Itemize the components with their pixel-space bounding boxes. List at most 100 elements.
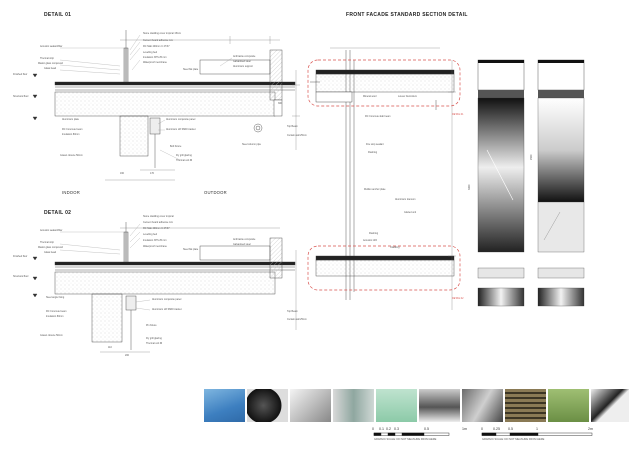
svg-text:Fly grill glazing: Fly grill glazing [146, 337, 162, 340]
svg-text:Waterproof membrane: Waterproof membrane [143, 245, 167, 248]
scale-bar-1 [373, 432, 450, 436]
svg-text:Anthracite composite: Anthracite composite [233, 238, 256, 241]
svg-text:Stone cladding cover tropical: Stone cladding cover tropical [143, 215, 174, 218]
section-annotations: Mineral wool Louver Aluminium RC Concret… [363, 95, 417, 249]
detail-02-drawing [32, 222, 297, 353]
svg-text:Structural floor: Structural floor [13, 275, 29, 278]
svg-text:Aluminium Lift SMD bracket: Aluminium Lift SMD bracket [166, 128, 196, 131]
scale1-tick-0: 0 [372, 427, 374, 431]
svg-text:Steel angle fixing: Steel angle fixing [46, 296, 65, 299]
svg-text:170: 170 [150, 172, 155, 175]
svg-text:Flashing: Flashing [369, 232, 379, 235]
svg-text:Bolt fixture: Bolt fixture [170, 145, 182, 148]
scale1-tick-2: 0.2 [386, 427, 391, 431]
scale2-caption: GRAPHIC SCALE: DO NOT MEASURE FROM HERE [482, 438, 545, 441]
svg-text:Curtain wall 25mm: Curtain wall 25mm [287, 134, 307, 137]
svg-text:Thermal unit fill: Thermal unit fill [176, 159, 193, 162]
material-metal-anchor [462, 389, 503, 422]
svg-text:Thermal strip: Thermal strip [40, 241, 55, 244]
svg-text:Mineral wool: Mineral wool [363, 95, 377, 98]
svg-text:Aluminium composite panel: Aluminium composite panel [166, 118, 196, 121]
svg-text:Glazed unit: Glazed unit [404, 211, 416, 214]
svg-text:Insulation XPS 25 mm: Insulation XPS 25 mm [143, 239, 167, 242]
svg-text:Mastic glass compound: Mastic glass compound [38, 246, 64, 249]
svg-text:Aluminium composite panel: Aluminium composite panel [152, 298, 182, 301]
detail-02-annotations: Acoustic sealant/filler Thermal strip Ma… [13, 215, 307, 357]
section-drawing [310, 47, 456, 310]
scale1-tick-4: 0.5 [424, 427, 429, 431]
svg-text:Aluminium support: Aluminium support [233, 65, 253, 68]
svg-text:Flashing: Flashing [368, 151, 378, 154]
scale2-tick-3: 1 [536, 427, 538, 431]
svg-text:Finished floor: Finished floor [13, 73, 28, 76]
svg-text:3000: 3000 [468, 184, 471, 190]
elevation-strip-1 [477, 59, 525, 307]
svg-text:Steel flat plate: Steel flat plate [183, 248, 199, 251]
svg-text:RC Concrete beam: RC Concrete beam [46, 310, 66, 313]
section-title: FRONT FACADE STANDARD SECTION DETAIL [346, 12, 468, 18]
svg-text:Fly grill glazing: Fly grill glazing [176, 154, 192, 157]
svg-text:Aluminium Lift SMD bracket: Aluminium Lift SMD bracket [152, 308, 182, 311]
svg-text:Cement board adhesive mm: Cement board adhesive mm [143, 39, 173, 42]
svg-text:Insulation 80mm: Insulation 80mm [46, 315, 64, 318]
detail-01-annotations: Acoustic sealant/filler Thermal strip Ma… [13, 32, 307, 175]
scale-bar-2 [481, 432, 593, 436]
svg-text:Top Beam: Top Beam [287, 310, 298, 313]
svg-text:110: 110 [108, 346, 112, 349]
svg-text:Insulation XPS 25 mm: Insulation XPS 25 mm [143, 56, 167, 59]
svg-text:Mastic glass compound: Mastic glass compound [38, 62, 64, 65]
scale1-tick-1: 0.1 [379, 427, 384, 431]
svg-text:Thermal unit fill: Thermal unit fill [146, 342, 163, 345]
svg-text:Louver Aluminium: Louver Aluminium [398, 95, 417, 98]
svg-text:RC Concrete beam: RC Concrete beam [62, 128, 82, 131]
svg-text:Acoustic sealant/filler: Acoustic sealant/filler [40, 229, 63, 232]
detail-01-drawing [32, 30, 300, 181]
scale2-tick-0: 0 [481, 427, 483, 431]
svg-text:Finished floor: Finished floor [13, 255, 28, 258]
material-glass-railing [333, 389, 374, 422]
svg-text:RC Slab 200mm C 27/37: RC Slab 200mm C 27/37 [143, 45, 170, 48]
svg-text:Acoustic infill: Acoustic infill [363, 239, 377, 242]
svg-text:Cement board adhesive mm: Cement board adhesive mm [143, 221, 173, 224]
svg-text:Gravel closure 50mm: Gravel closure 50mm [40, 334, 63, 337]
svg-text:Steel column pipe: Steel column pipe [242, 143, 262, 146]
svg-text:Glass bead: Glass bead [44, 251, 57, 254]
svg-text:Glass bead: Glass bead [44, 67, 57, 70]
detail-callouts [307, 59, 461, 291]
scale1-caption: GRAPHIC SCALE: DO NOT MEASURE FROM HERE [374, 438, 437, 441]
svg-text:Gravel closure 50mm: Gravel closure 50mm [60, 154, 83, 157]
svg-text:Waterproof membrane: Waterproof membrane [143, 61, 167, 64]
material-rubber-gasket [247, 389, 288, 422]
svg-text:DETAIL 02: DETAIL 02 [452, 297, 464, 300]
svg-text:Structural floor: Structural floor [13, 95, 29, 98]
detail-02-title: DETAIL 02 [44, 210, 72, 216]
svg-text:160: 160 [120, 172, 125, 175]
svg-text:Mullion anchor plate: Mullion anchor plate [364, 188, 386, 191]
svg-text:200: 200 [125, 354, 130, 357]
outdoor-label: OUTDOOR [204, 190, 227, 195]
svg-text:Anthracite composite: Anthracite composite [233, 55, 256, 58]
svg-text:Acoustic sealant/filler: Acoustic sealant/filler [40, 45, 63, 48]
svg-text:Levelling bed: Levelling bed [143, 51, 158, 54]
svg-text:2500: 2500 [530, 154, 533, 160]
scale2-tick-4: 2m [588, 427, 593, 431]
material-louver-cladding [505, 389, 546, 422]
detail-01-title: DETAIL 01 [44, 12, 72, 18]
svg-text:DETAIL 01: DETAIL 01 [452, 113, 464, 116]
svg-text:Galvanised steel: Galvanised steel [233, 60, 251, 63]
svg-text:Thermal strip: Thermal strip [40, 57, 55, 60]
scale2-tick-1: 0.25 [493, 427, 500, 431]
svg-text:300: 300 [278, 102, 283, 105]
material-aluminium-profile [419, 389, 460, 422]
indoor-label: INDOOR [62, 190, 80, 195]
svg-text:Levelling bed: Levelling bed [143, 233, 158, 236]
svg-text:Pin fixture: Pin fixture [146, 324, 157, 327]
scale1-tick-3: 0.3 [394, 427, 399, 431]
material-blue-insulation [204, 389, 245, 422]
material-membrane-roll [290, 389, 331, 422]
svg-text:Curtain wall 25mm: Curtain wall 25mm [287, 318, 307, 321]
svg-text:Aluminium plate: Aluminium plate [62, 118, 80, 121]
material-black-channel [591, 389, 629, 422]
material-green-facade [548, 389, 589, 422]
